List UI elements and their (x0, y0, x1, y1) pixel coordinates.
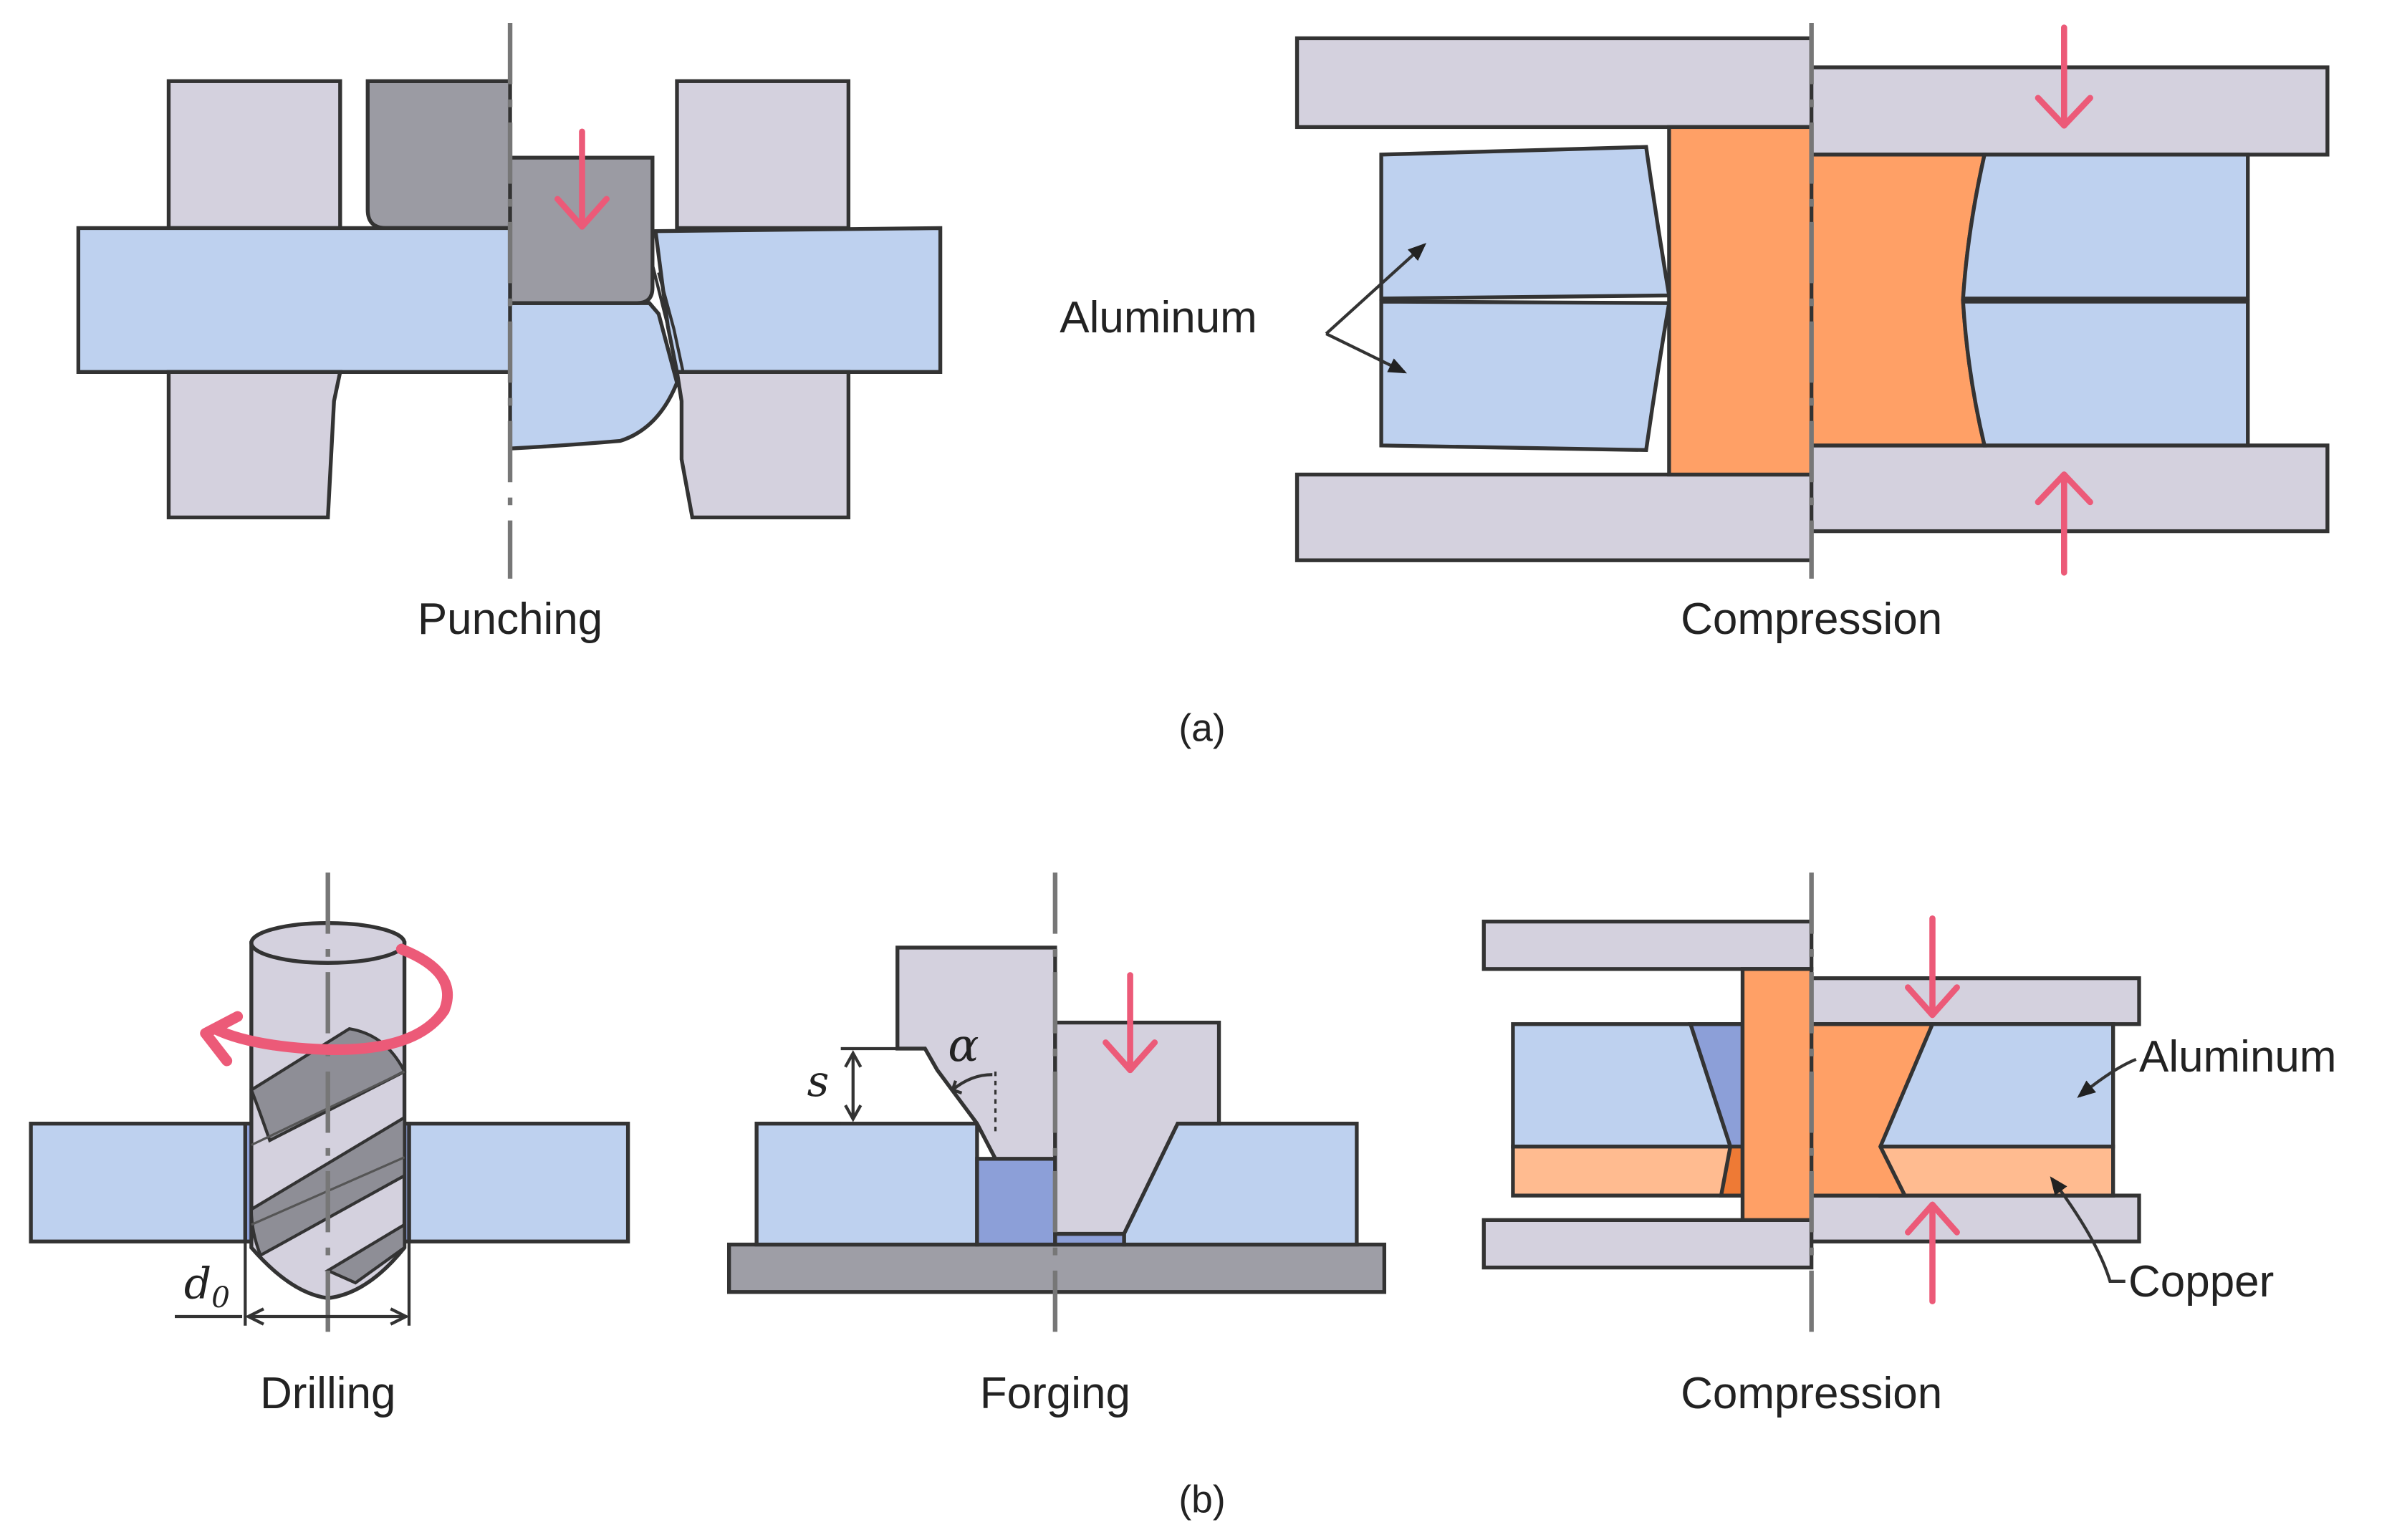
aluminum-lower-right (1961, 299, 2250, 448)
b-rivet-compressed (1809, 1022, 1936, 1198)
shear-zone (650, 264, 685, 372)
forging-diagram (726, 872, 1387, 1347)
rotation-arrow (200, 943, 453, 1067)
angle-symbol: α (948, 1019, 979, 1072)
upper-left-platen (1295, 36, 1814, 130)
forging-tool-right (1053, 1020, 1221, 1236)
forged-zone (975, 1157, 1057, 1247)
punch-arrow-down (554, 128, 610, 230)
drilling-diagram (29, 872, 630, 1347)
angle-indicator (950, 1072, 997, 1133)
compression-a-diagram (1295, 23, 2330, 579)
diameter-symbol: d0 (184, 1259, 230, 1314)
upper-right-die (675, 79, 851, 231)
upper-right-platen (1809, 65, 2330, 157)
b-lower-left-platen (1481, 1218, 1814, 1270)
punched-slug (508, 301, 679, 451)
aluminum-lower-left (1379, 299, 1672, 453)
aluminum-b-label: Aluminum (2139, 1032, 2337, 1082)
b-upper-right-platen (1809, 976, 2141, 1026)
forging-arrow-down (1103, 972, 1158, 1074)
b-copper-left (1511, 1145, 1745, 1198)
lower-left-platen (1295, 472, 1814, 562)
b-copper-right (1878, 1145, 2115, 1198)
compression-b-diagram (1481, 872, 2141, 1347)
drilling-plate-left (29, 1122, 252, 1243)
blank-holder (365, 79, 512, 231)
lower-right-die (674, 370, 851, 520)
sheet-right (653, 226, 943, 375)
b-lower-right-platen (1809, 1193, 2141, 1243)
punching-diagram (76, 23, 943, 579)
forging-plate-left (754, 1122, 979, 1247)
forging-label: Forging (980, 1369, 1130, 1418)
aluminum-a-leaders (1325, 243, 1427, 374)
compression-b-arrow-up (1905, 1201, 1960, 1304)
diameter-subscript: 0 (211, 1280, 230, 1314)
stroke-dimension (756, 1046, 898, 1125)
caption-a: (a) (1178, 707, 1225, 749)
stroke-symbol: s (807, 1057, 830, 1107)
compression-b-label: Compression (1681, 1369, 1942, 1418)
drilling-plate-right (407, 1122, 630, 1243)
compression-a-arrow-down (2035, 24, 2093, 129)
compression-a-arrow-up (2035, 471, 2093, 576)
aluminum-a-label: Aluminum (1060, 293, 1257, 342)
copper-rivet-compressed (1809, 153, 1987, 448)
sheet-left (76, 226, 512, 375)
lower-left-die (166, 370, 343, 520)
copper-b-label: Copper (2128, 1257, 2274, 1306)
upper-left-die (166, 79, 342, 231)
b-copper-leader (2050, 1176, 2126, 1283)
diameter-dimension (175, 1241, 411, 1326)
punch-tool (508, 155, 655, 305)
b-rivet-head (1740, 967, 1814, 1223)
b-upper-left-platen (1481, 919, 1814, 971)
lower-right-platen (1809, 443, 2330, 534)
compression-b-arrow-down (1905, 915, 1960, 1019)
copper-rivet-head (1667, 125, 1814, 477)
compression-a-label: Compression (1681, 595, 1942, 644)
caption-b: (b) (1178, 1479, 1225, 1521)
drilling-label: Drilling (260, 1369, 395, 1418)
punching-label: Punching (418, 595, 602, 644)
aluminum-upper-right (1961, 153, 2250, 301)
aluminum-upper-left (1379, 145, 1672, 301)
b-aluminum-leader (2077, 1057, 2137, 1098)
